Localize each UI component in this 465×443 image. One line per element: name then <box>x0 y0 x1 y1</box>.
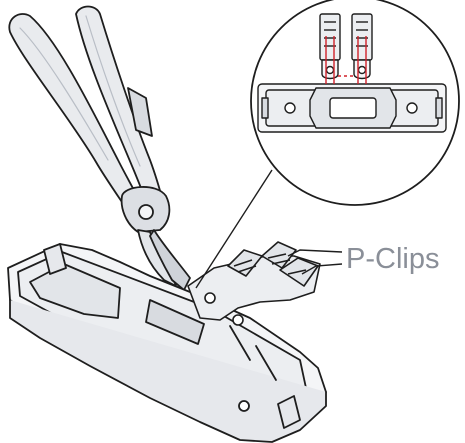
callout-label: P-Clips <box>346 243 439 275</box>
holder-screw-hole <box>238 400 250 412</box>
p-clips-icon <box>187 241 321 326</box>
holder-latch-left <box>43 243 67 275</box>
callout-leader-upper <box>287 249 343 257</box>
callout: P-Clips <box>287 243 439 275</box>
callout-leader-lower <box>301 263 343 275</box>
pliers-right-handle <box>75 5 165 211</box>
pliers-jaw-right <box>149 229 191 291</box>
holder-latch-right <box>277 395 301 429</box>
pliers-left-handle <box>8 13 143 215</box>
inset-leader <box>195 169 273 289</box>
inset-clip-left <box>319 13 341 80</box>
magnifier-inset-icon <box>195 0 460 289</box>
holder-rib-1 <box>229 325 251 361</box>
p-clip-hole-1 <box>204 292 216 304</box>
inset-clip-right <box>351 13 373 80</box>
p-clip-2 <box>261 241 297 269</box>
clip-holder-icon <box>7 243 327 443</box>
pliers-icon <box>8 5 191 291</box>
holder-slot <box>145 299 205 345</box>
inset-holder-top-view <box>257 83 447 133</box>
pliers-logo-plate <box>127 87 153 137</box>
pliers-pivot <box>138 204 154 220</box>
holder-rib-2 <box>255 345 277 381</box>
pliers-right-handle-highlight <box>85 15 141 167</box>
cut-markers <box>325 36 367 84</box>
p-clip-hole-2 <box>232 314 244 326</box>
pliers-left-handle-highlight <box>19 27 109 161</box>
